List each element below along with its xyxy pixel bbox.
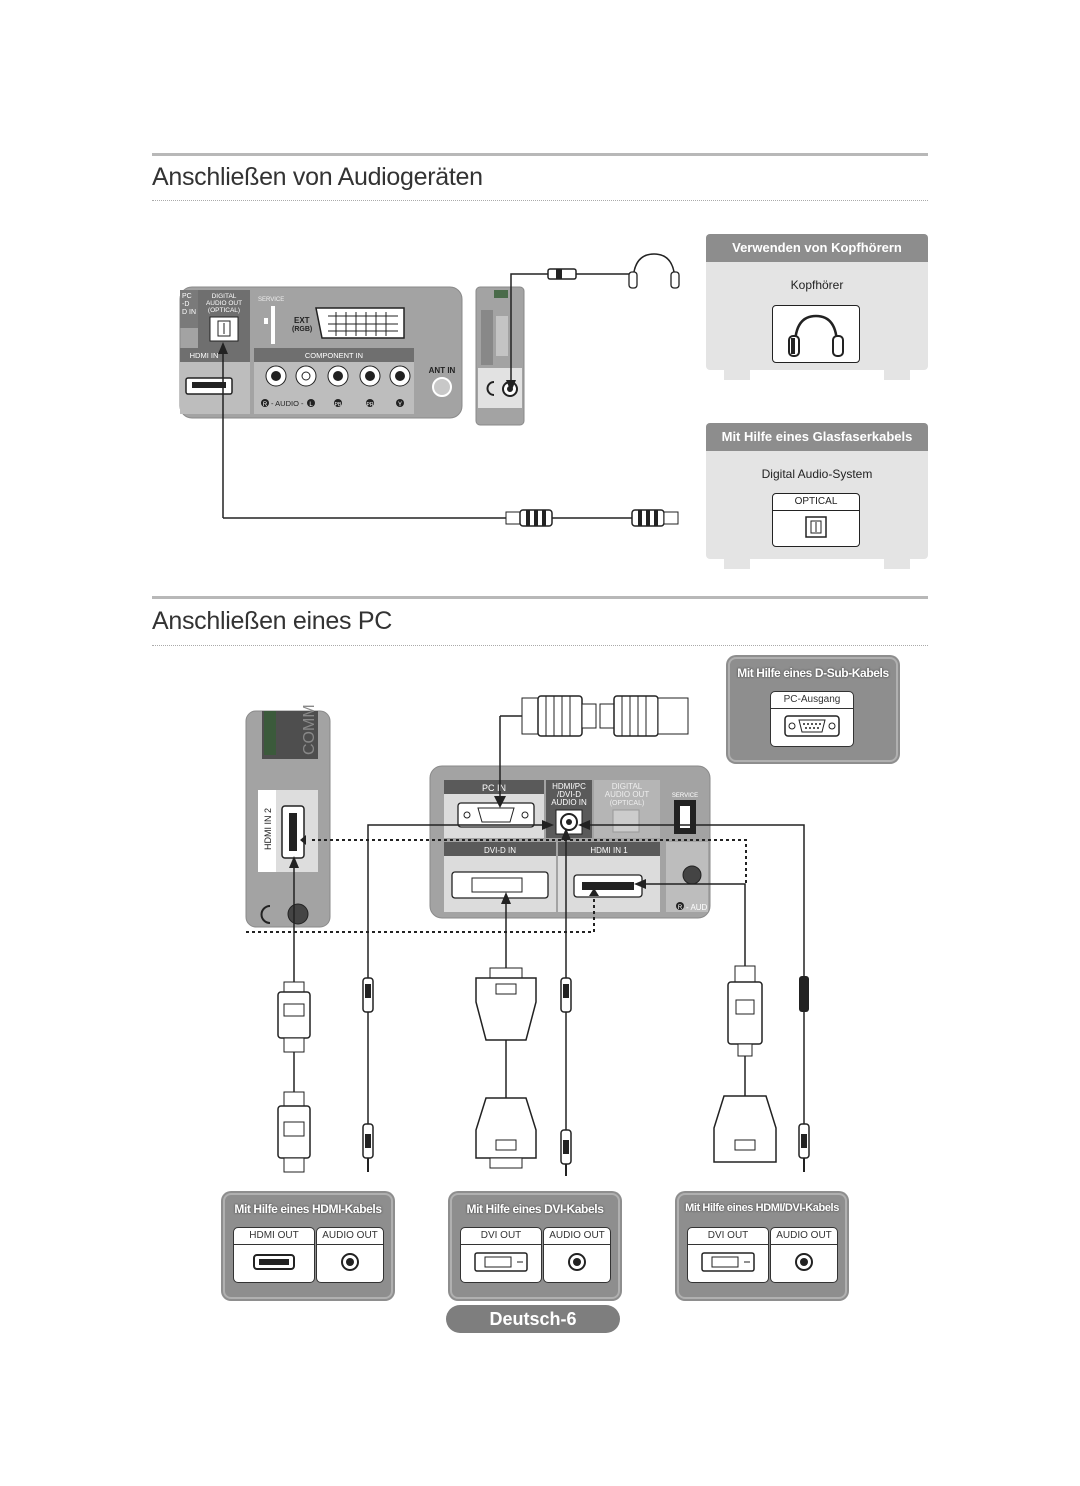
audio-cable-1-icon: [362, 977, 374, 1172]
audio-connection-lines: [218, 253, 680, 527]
ant-in-label: ANT IN: [429, 366, 456, 375]
audio-out-port-icon-3: [795, 1253, 813, 1271]
hdmi-cable-icon: [277, 981, 311, 1173]
antenna-port-icon: [432, 377, 452, 397]
dsub-panel-title: Mit Hilfe eines D-Sub-Kabels: [737, 666, 889, 680]
hdmi-pc-label-3: AUDIO IN: [551, 798, 587, 807]
hdmi-source-panel: Mit Hilfe eines HDMI-Kabels HDMI OUT AUD…: [223, 1193, 393, 1299]
pb-label: PB: [335, 402, 342, 408]
pc-audio-out-label: AUDIO OUT: [605, 790, 650, 799]
section-title-audio: Anschließen von Audiogeräten: [152, 163, 483, 191]
dvi-source-title: Mit Hilfe eines DVI-Kabels: [466, 1202, 604, 1216]
hdmi-dvi-source-panel: Mit Hilfe eines HDMI/DVI-Kabels DVI OUT …: [677, 1193, 847, 1299]
optical-panel-title: Mit Hilfe eines Glasfaserkabels: [706, 423, 928, 451]
optical-panel: Mit Hilfe eines Glasfaserkabels Digital …: [706, 423, 928, 569]
ext-rgb-label: (RGB): [292, 326, 312, 333]
pc-optical-label: (OPTICAL): [610, 800, 645, 807]
dvi-d-in-label: DVI-D IN: [484, 846, 516, 855]
dsub-port-icon: [784, 715, 840, 737]
pc-output-label: PC-Ausgang: [771, 692, 853, 709]
page-number-badge: Deutsch-6: [446, 1305, 620, 1333]
audio-cable-2-icon: [560, 977, 572, 1176]
headphones-icon: [632, 253, 676, 284]
y-label: Y: [398, 402, 402, 408]
optical-cable-plug-right: [631, 509, 679, 527]
headphones-large-icon: [788, 314, 844, 357]
headphone-panel-title: Verwenden von Kopfhörern: [706, 234, 928, 262]
audio-out-box-1: AUDIO OUT: [316, 1227, 384, 1283]
hdmi-source-title: Mit Hilfe eines HDMI-Kabels: [234, 1202, 382, 1216]
audio-out-port-icon-1: [341, 1253, 359, 1271]
headphone-jack-icon: [486, 381, 495, 396]
pc-output-box: PC-Ausgang: [770, 691, 854, 747]
audio-out-label-1: AUDIO OUT: [317, 1228, 383, 1245]
hdmi-dvi-source-title: Mit Hilfe eines HDMI/DVI-Kabels: [685, 1202, 839, 1214]
hdmi-out-port-icon: [253, 1254, 295, 1270]
pc-connection-diagram: COMM HDMI IN 2 PC IN HDMI/PC /DVI-D AUDI…: [245, 695, 810, 1176]
comm-label: COMM: [301, 704, 318, 755]
audio-r-label: R: [263, 402, 268, 408]
optical-label: (OPTICAL): [208, 307, 240, 314]
title-dotted-rule: [152, 200, 928, 201]
digital-label: DIGITAL: [212, 293, 237, 300]
dvi-out-port-icon: [474, 1252, 528, 1272]
ext-label: EXT: [294, 316, 310, 325]
hdmi-dvi-cable-icon: [713, 965, 777, 1163]
dvi-out-box: DVI OUT: [460, 1227, 542, 1283]
headphone-panel: Verwenden von Kopfhörern Kopfhörer: [706, 234, 928, 380]
component-in-label: COMPONENT IN: [305, 351, 363, 360]
audio-mid-label: - AUDIO -: [271, 399, 304, 408]
audio-out-label-2: AUDIO OUT: [544, 1228, 610, 1245]
hdmi-in-2-label: HDMI IN 2: [263, 808, 273, 850]
dvi-out-port-icon-2: [701, 1252, 755, 1272]
panel-foot-right: [884, 368, 910, 380]
rca-jacks-icon: [265, 365, 411, 387]
dvi-source-panel: Mit Hilfe eines DVI-Kabels DVI OUT AUDIO…: [450, 1193, 620, 1299]
audio-out-label-3: AUDIO OUT: [771, 1228, 837, 1245]
pc-audio-cut-label: - AUD: [686, 903, 708, 912]
dvi-out-label: DVI OUT: [461, 1228, 541, 1245]
service-label: SERVICE: [258, 297, 284, 303]
panel-foot-left: [724, 557, 750, 569]
audio-out-port-icon-2: [568, 1253, 586, 1271]
left-cut-label-3: D IN: [182, 309, 196, 316]
pr-label: PR: [367, 402, 374, 408]
optical-box: OPTICAL: [772, 493, 860, 547]
section-title-pc: Anschließen eines PC: [152, 607, 392, 635]
hdmi-pc-label-1: HDMI/PC: [552, 782, 586, 791]
dsub-cable-top-icon: [500, 695, 689, 737]
left-cut-label-2: -D: [182, 301, 189, 308]
panel-foot-right: [884, 557, 910, 569]
headphone-box: [772, 305, 860, 363]
optical-port-label: OPTICAL: [773, 494, 859, 511]
headphone-jack-icon-2: [260, 905, 271, 924]
pc-in-label: PC IN: [482, 783, 506, 793]
audio-out-box-3: AUDIO OUT: [770, 1227, 838, 1283]
audio-cable-3-icon: [798, 976, 810, 1172]
optical-panel-label: Digital Audio-System: [761, 467, 873, 481]
tv-back-panel-audio: PC -D D IN DIGITAL AUDIO OUT (OPTICAL) S…: [179, 286, 525, 426]
pc-audio-r-label: R: [678, 905, 683, 911]
audio-l-label: L: [309, 402, 313, 408]
hdmi-in-label: HDMI IN: [190, 351, 219, 360]
hdmi-out-label: HDMI OUT: [234, 1228, 314, 1245]
dvi-out-box-2: DVI OUT: [687, 1227, 769, 1283]
dvi-cable-icon: [475, 967, 537, 1169]
optical-port-large-icon: [805, 516, 827, 538]
pc-digital-label: DIGITAL: [612, 782, 643, 791]
dvi-out-label-2: DVI OUT: [688, 1228, 768, 1245]
hdmi-in-1-label: HDMI IN 1: [590, 846, 628, 855]
dsub-panel: Mit Hilfe eines D-Sub-Kabels PC-Ausgang: [728, 657, 898, 762]
panel-foot-left: [724, 368, 750, 380]
pc-service-label: SERVICE: [672, 793, 698, 799]
top-rule: [152, 153, 928, 156]
section-rule-pc: [152, 596, 928, 599]
hdmi-out-box: HDMI OUT: [233, 1227, 315, 1283]
hdmi-pc-label-2: /DVI-D: [557, 790, 581, 799]
audio-out-box-2: AUDIO OUT: [543, 1227, 611, 1283]
pc-title-dotted-rule: [152, 645, 928, 646]
headphone-panel-label: Kopfhörer: [790, 278, 844, 292]
left-cut-label-1: PC: [182, 293, 192, 300]
audio-out-label: AUDIO OUT: [206, 300, 242, 307]
